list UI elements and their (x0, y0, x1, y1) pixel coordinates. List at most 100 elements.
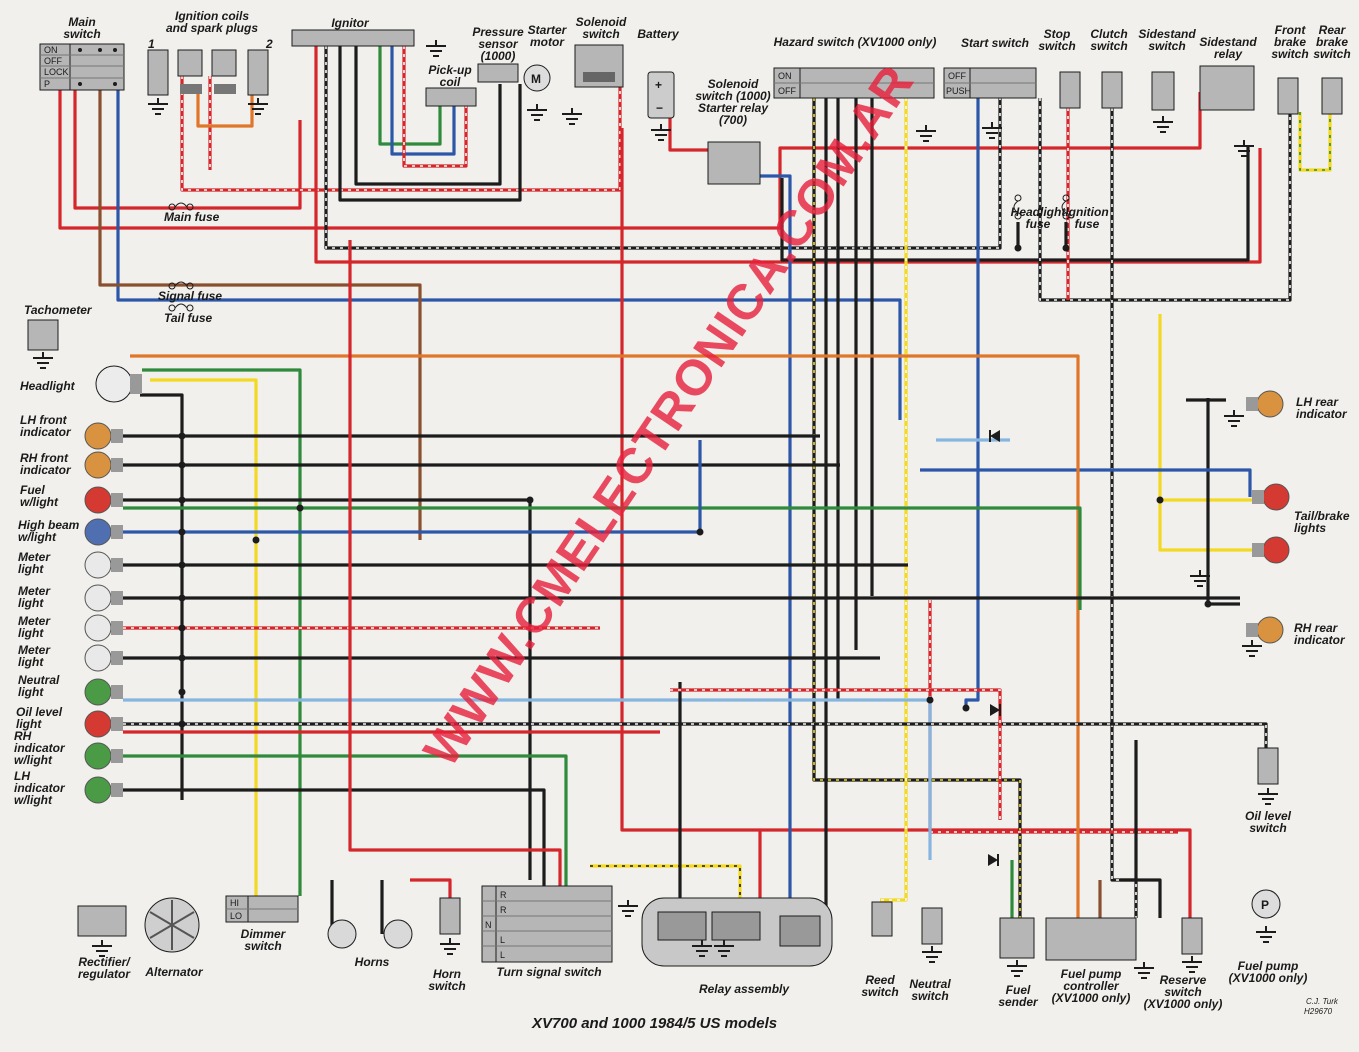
label-battery: Battery (637, 27, 680, 41)
meter-light-bulb-4 (84, 644, 123, 672)
coil-number-2: 2 (265, 37, 273, 51)
solenoid-starter-relay (707, 141, 761, 185)
start-pos-push: PUSH (946, 86, 971, 96)
junction-dot (178, 496, 186, 504)
fuel-warning-bulb (84, 486, 123, 514)
wire-57 (410, 878, 452, 898)
junction-dot (526, 496, 534, 504)
turn-signal-switch: R R N L L (481, 885, 639, 963)
junction-dot (178, 432, 186, 440)
ignition-fuse-symbol (1061, 194, 1070, 220)
junction-dot (252, 536, 260, 544)
label-headlight: Headlight (20, 379, 76, 393)
dimmer-switch: HI LO (225, 895, 299, 923)
pressure-sensor (477, 63, 519, 83)
junction-dot (178, 720, 186, 728)
junction-dot (178, 688, 186, 696)
wire-65 (1120, 878, 1162, 918)
junction-dot (178, 461, 186, 469)
turn-pos-l2: L (500, 950, 505, 960)
label-hazard-switch: Hazard switch (XV1000 only) (774, 35, 937, 49)
junction-dot (1014, 244, 1022, 252)
headlight (95, 365, 142, 403)
wire-4 (98, 90, 422, 540)
rh-front-indicator-bulb (84, 451, 123, 479)
solenoid-switch (561, 44, 624, 125)
oil-level-switch (1257, 747, 1279, 805)
reed-switch (871, 901, 893, 937)
pump-symbol: P (1261, 898, 1269, 912)
coil-number-1: 1 (148, 37, 155, 51)
start-switch: OFF PUSH (943, 67, 1037, 139)
wire-17 (780, 146, 1250, 262)
wire-tracer-19 (813, 98, 1021, 920)
main-switch-pos-p: P (44, 79, 50, 89)
wire-53 (123, 788, 546, 886)
wire-14 (354, 46, 502, 186)
label-alternator: Alternator (144, 965, 204, 979)
rear-brake-switch (1321, 77, 1343, 115)
tail-fuse-symbol (168, 303, 194, 312)
hazard-pos-on: ON (778, 71, 792, 81)
battery-minus: − (656, 101, 663, 115)
wiring-harness (58, 46, 1332, 934)
wire-18 (760, 174, 792, 920)
sidestand-relay (1199, 65, 1255, 157)
label-horns: Horns (355, 955, 390, 969)
lh-front-indicator-bulb (84, 422, 123, 450)
hazard-switch: ON OFF (773, 67, 937, 142)
junction-dot (178, 594, 186, 602)
wire-12 (390, 46, 456, 156)
clutch-switch (1101, 71, 1123, 109)
ignitor (291, 29, 447, 57)
ignition-coils: 1 2 (147, 37, 273, 115)
wire-2 (58, 90, 1202, 230)
battery: + − (647, 71, 675, 141)
main-switch: ON OFF LOCK P (39, 43, 125, 91)
dimmer-pos-lo: LO (230, 911, 242, 921)
wire-9 (314, 46, 1262, 264)
fuel-sender (999, 917, 1035, 977)
front-brake-switch (1277, 77, 1299, 115)
relay-assembly (641, 897, 833, 967)
wire-52 (123, 754, 568, 886)
label-fuel-pump: Fuel pump(XV1000 only) (1229, 959, 1308, 985)
wire-10 (338, 46, 522, 202)
junction-dot (296, 504, 304, 512)
wire-50 (123, 722, 1268, 748)
main-switch-pos-lock: LOCK (44, 67, 69, 77)
label-start-switch: Start switch (961, 36, 1029, 50)
wire-tracer-26 (1039, 98, 1291, 301)
indicator-bulbs (84, 422, 123, 804)
battery-plus: + (655, 78, 662, 92)
label-signal-fuse: Signal fuse (158, 289, 222, 303)
headlight-fuse-symbol (1013, 194, 1022, 220)
credit-author: C.J. Turk (1306, 997, 1339, 1006)
lh-indicator-bulb (84, 776, 123, 804)
neutral-light-bulb (84, 678, 123, 706)
label-tail-fuse: Tail fuse (164, 311, 213, 325)
wire-36 (130, 354, 1080, 918)
label-ignitor: Ignitor (331, 16, 370, 30)
neutral-switch (921, 907, 943, 963)
components: ON OFF LOCK P 1 2 M (27, 29, 1343, 979)
